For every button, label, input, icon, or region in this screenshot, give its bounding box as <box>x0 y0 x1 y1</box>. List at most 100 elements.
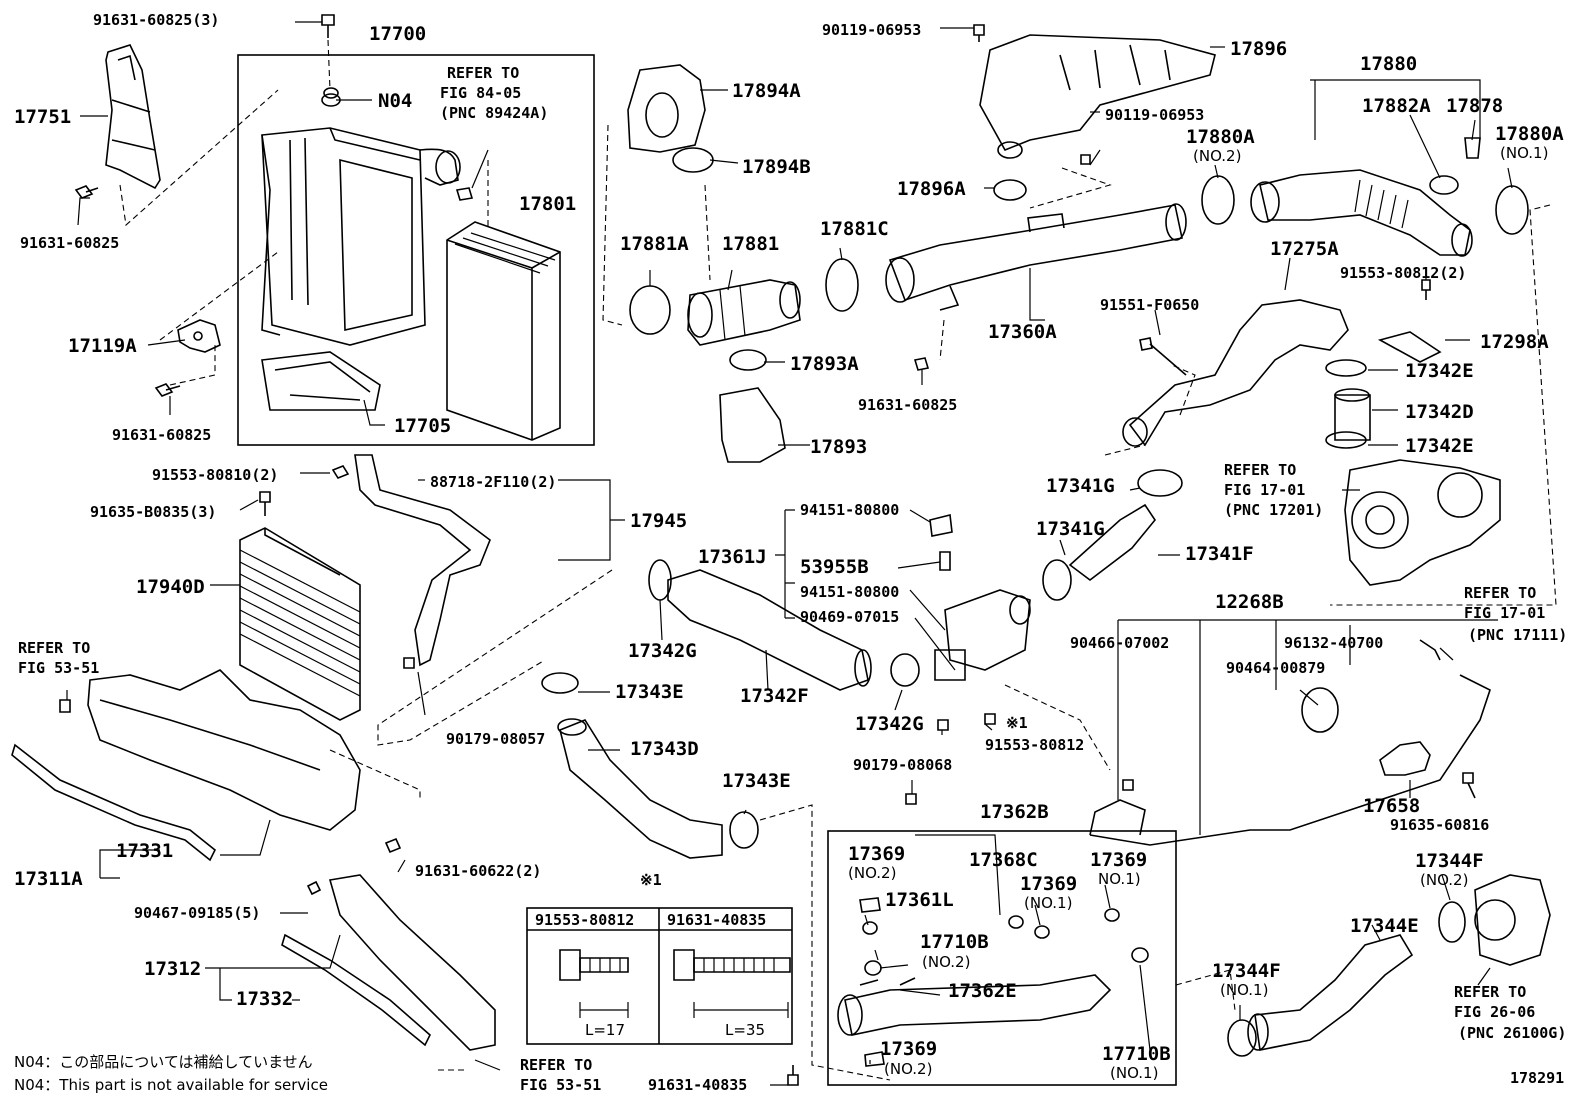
label-fig-84-05: FIG 84-05 <box>440 84 521 102</box>
label-91631-60825-3: 91631-60825(3) <box>93 11 219 29</box>
label-12268b: 12268B <box>1215 591 1284 613</box>
label-90466-07002: 90466-07002 <box>1070 634 1169 652</box>
label-refer-to: REFER TO <box>1454 983 1526 1001</box>
note-n04-english: N04：This part is not available for servi… <box>14 1076 328 1094</box>
label-17342g: 17342G <box>855 713 924 735</box>
label-17710b: 17710B <box>1102 1043 1171 1065</box>
label-17751: 17751 <box>14 106 71 128</box>
duct-17893-part <box>719 387 786 463</box>
label-17880a: 17880A <box>1495 123 1564 145</box>
label-17343e: 17343E <box>615 681 684 703</box>
intercooler-bracket-17945-part <box>354 454 491 667</box>
label-91553-80812: 91553-80812 <box>985 736 1084 754</box>
label-17894a: 17894A <box>732 80 801 102</box>
label-17881c: 17881C <box>820 218 889 240</box>
bolt-reference-table <box>526 907 793 1045</box>
label-17312: 17312 <box>144 958 201 980</box>
label-17342e: 17342E <box>1405 435 1474 457</box>
label-pnc-17201: (PNC 17201) <box>1224 501 1323 519</box>
label-17361j: 17361J <box>698 546 767 568</box>
label-no-2: (NO.2) <box>1420 871 1468 889</box>
air-hose-17881-part <box>687 279 801 346</box>
leader-lines <box>66 21 1513 1086</box>
callout-labels: 91631-60825(3) 17700 N04 REFER TO FIG 84… <box>14 11 1567 1094</box>
heat-insulator-17896-part <box>979 34 1216 159</box>
hose-17341f-part <box>1068 503 1156 582</box>
hose-17342d-part <box>1334 388 1371 441</box>
bracket-17119a-part <box>177 319 221 353</box>
label-17344e: 17344E <box>1350 915 1419 937</box>
duct-17894a-part <box>627 64 706 153</box>
label-90464-00879: 90464-00879 <box>1226 659 1325 677</box>
label-17705: 17705 <box>394 415 451 437</box>
intake-pipe-17360a-part <box>885 203 1187 311</box>
hose-17343d-part <box>557 718 723 859</box>
label-91631-40835: 91631-40835 <box>648 1076 747 1094</box>
label-17882a: 17882A <box>1362 95 1431 117</box>
label-17298a: 17298A <box>1480 331 1549 353</box>
label-17880a: 17880A <box>1186 126 1255 148</box>
label-17893a: 17893A <box>790 353 859 375</box>
seal-17332-part <box>281 933 431 1047</box>
label-53955b: 53955B <box>800 556 869 578</box>
label-fig-17-01: FIG 17-01 <box>1224 481 1305 499</box>
throttle-connector-part <box>929 514 1031 681</box>
label-17700: 17700 <box>369 23 426 45</box>
label-17369: 17369 <box>880 1038 937 1060</box>
label-17343e: 17343E <box>722 770 791 792</box>
label-no-2: (NO.2) <box>1193 147 1241 165</box>
label-17362b: 17362B <box>980 801 1049 823</box>
label-fig-53-51: FIG 53-51 <box>520 1076 601 1094</box>
table-header-91553-80812: 91553-80812 <box>535 911 634 929</box>
label-17369: 17369 <box>848 843 905 865</box>
intercooler-17940d-part <box>239 527 361 721</box>
label-ref-1-table: ※1 <box>640 871 662 889</box>
label-17341f: 17341F <box>1185 543 1254 565</box>
label-refer-to: REFER TO <box>520 1056 592 1074</box>
label-no-1: (NO.1) <box>1220 981 1268 999</box>
label-17311a: 17311A <box>14 868 83 890</box>
label-no-1: (NO.1) <box>1500 144 1548 162</box>
label-90467-09185-5: 90467-09185(5) <box>134 904 260 922</box>
label-17881: 17881 <box>722 233 779 255</box>
label-refer-to: REFER TO <box>18 639 90 657</box>
label-17881a: 17881A <box>620 233 689 255</box>
label-91631-60825: 91631-60825 <box>112 426 211 444</box>
label-17343d: 17343D <box>630 738 699 760</box>
label-refer-to: REFER TO <box>1224 461 1296 479</box>
label-n04: N04 <box>378 90 412 112</box>
label-17369: 17369 <box>1020 873 1077 895</box>
label-91631-60825: 91631-60825 <box>20 234 119 252</box>
label-no-2: (NO.2) <box>922 953 970 971</box>
label-17342d: 17342D <box>1405 401 1474 423</box>
label-17896a: 17896A <box>897 178 966 200</box>
label-90179-08057: 90179-08057 <box>446 730 545 748</box>
label-pnc-26100g: (PNC 26100G) <box>1458 1024 1566 1042</box>
label-17880: 17880 <box>1360 53 1417 75</box>
label-17332: 17332 <box>236 988 293 1010</box>
hose-set-17362b-part <box>837 897 1149 1067</box>
label-17710b: 17710B <box>920 931 989 953</box>
footnotes: N04：この部品については補給していません N04：This part is n… <box>14 1053 328 1094</box>
label-17368c: 17368C <box>969 849 1038 871</box>
label-17658: 17658 <box>1363 795 1420 817</box>
label-17275a: 17275A <box>1270 238 1339 260</box>
label-17369: 17369 <box>1090 849 1147 871</box>
seal-17331-part <box>11 743 217 862</box>
table-length-l17: L=17 <box>585 1021 625 1039</box>
turbocharger-part <box>1344 459 1501 586</box>
label-pnc-89424a: (PNC 89424A) <box>440 104 548 122</box>
hose-group-box <box>827 830 1177 1086</box>
label-91551-f0650: 91551-F0650 <box>1100 296 1199 314</box>
air-cleaner-case-part <box>261 127 461 346</box>
label-90119-06953: 90119-06953 <box>1105 106 1204 124</box>
bolt-table-text: 91553-80812 91631-40835 L=17 L=35 <box>535 911 766 1039</box>
label-17344f: 17344F <box>1212 960 1281 982</box>
duct-17751-part <box>105 44 161 190</box>
label-90179-08068: 90179-08068 <box>853 756 952 774</box>
label-17362e: 17362E <box>948 980 1017 1002</box>
label-17331: 17331 <box>116 840 173 862</box>
label-no-1: (NO.1) <box>1110 1064 1158 1082</box>
label-fig-26-06: FIG 26-06 <box>1454 1003 1535 1021</box>
